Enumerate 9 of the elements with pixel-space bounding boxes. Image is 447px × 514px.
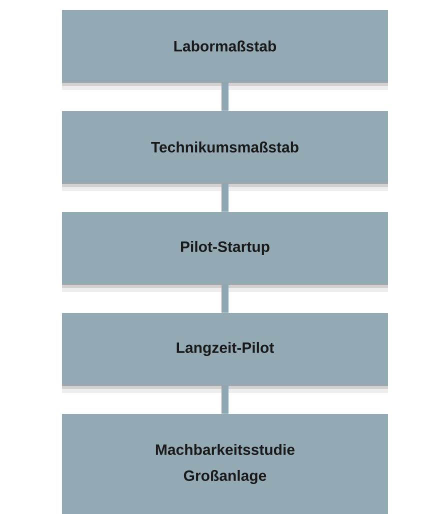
process-box: Labormaßstab	[62, 10, 388, 90]
process-box: Technikumsmaßstab	[62, 111, 388, 191]
connector-line	[222, 385, 228, 414]
connector-line	[222, 183, 228, 212]
connector-line	[222, 82, 228, 111]
process-box: Langzeit-Pilot	[62, 313, 388, 393]
connector-line	[222, 284, 228, 313]
process-box: Machbarkeitsstudie Großanlage	[62, 414, 388, 514]
process-box: Pilot-Startup	[62, 212, 388, 292]
